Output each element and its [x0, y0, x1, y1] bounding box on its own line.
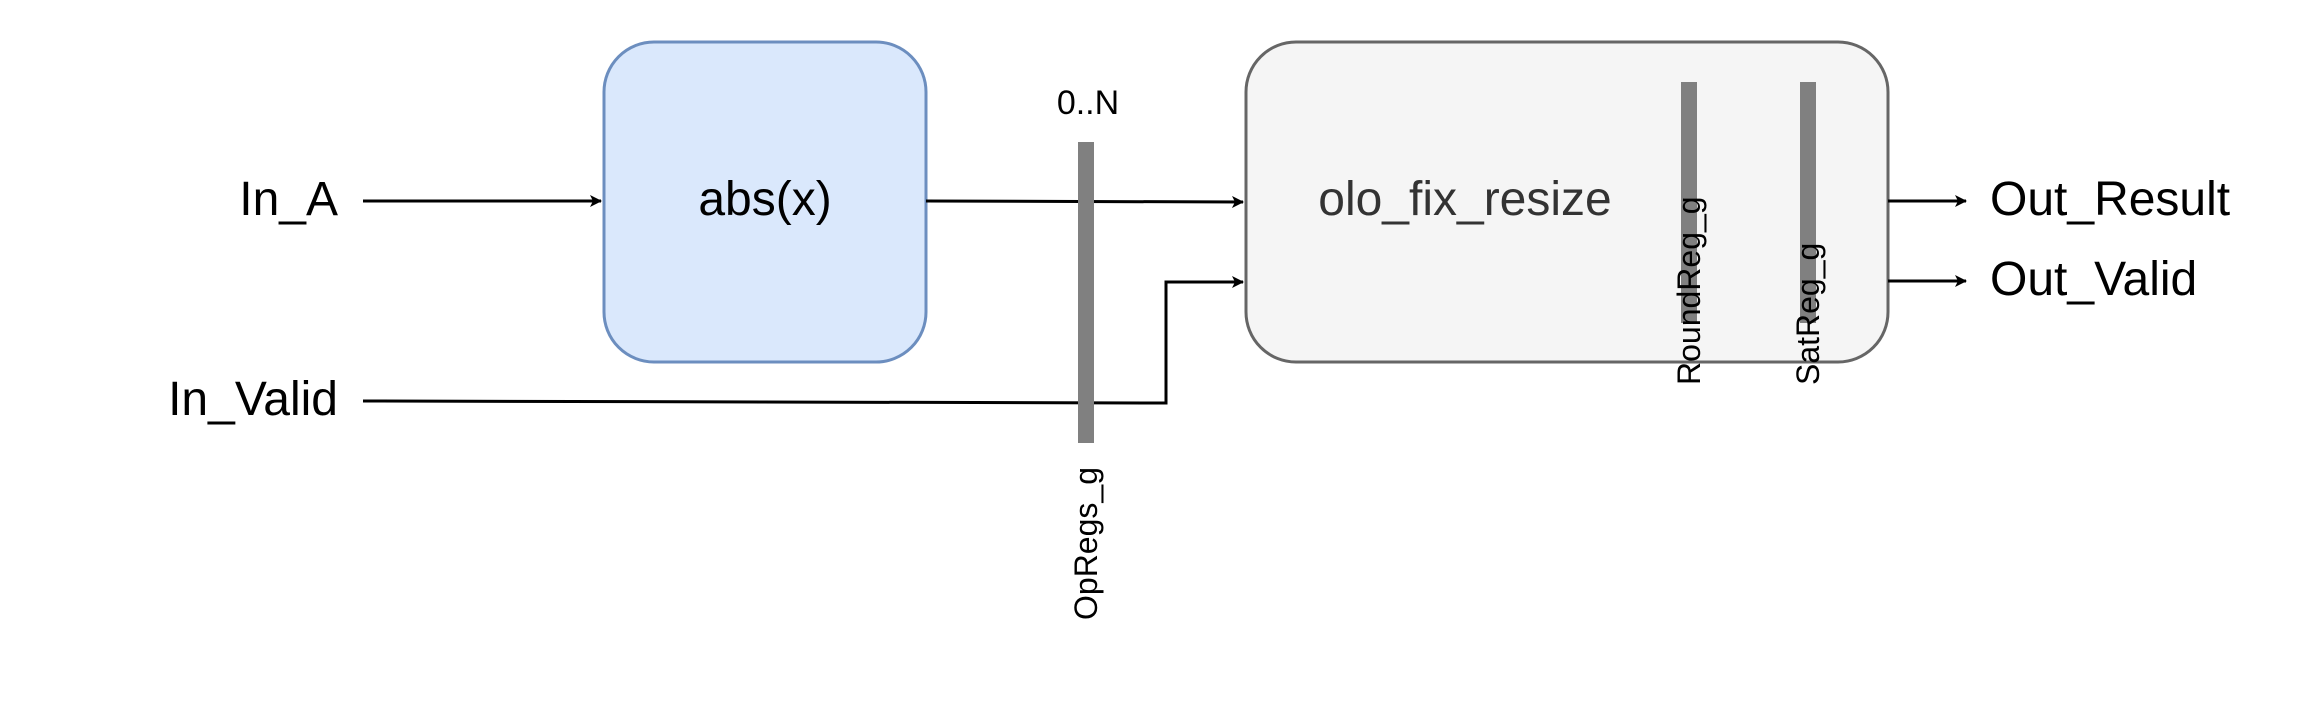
sat-reg-label: SatReg_g — [1790, 243, 1826, 385]
output-label-result: Out_Result — [1990, 173, 2230, 226]
abs-block: abs(x) — [602, 40, 928, 364]
op-regs-label: OpRegs_g — [1068, 467, 1104, 620]
input-label-valid: In_Valid — [168, 373, 338, 426]
round-reg-label: RoundReg_g — [1671, 196, 1707, 385]
output-label-valid: Out_Valid — [1990, 253, 2197, 306]
op-regs-bar — [1078, 142, 1094, 443]
wire-valid-to-resize — [362, 276, 1244, 405]
round-reg-bar — [1681, 82, 1697, 323]
input-label-a: In_A — [239, 173, 338, 226]
sat-reg-bar — [1800, 82, 1816, 323]
op-regs-count-label: 0..N — [1057, 84, 1119, 122]
abs-block-label: abs(x) — [698, 173, 831, 226]
resize-block-label: olo_fix_resize — [1318, 173, 1611, 226]
